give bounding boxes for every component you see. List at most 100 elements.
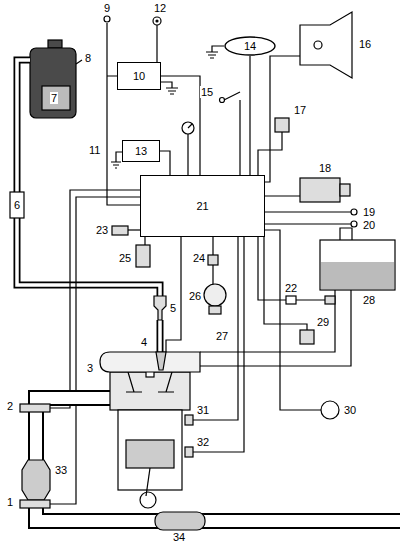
drawing-group-stroke bbox=[208, 255, 218, 265]
callout-number: 12 bbox=[153, 2, 167, 14]
callout-number: 21 bbox=[196, 200, 208, 212]
callout-number: 16 bbox=[358, 38, 372, 50]
callout-number: 25 bbox=[118, 252, 132, 264]
callout-number: 4 bbox=[140, 336, 148, 348]
drawing-group-stroke bbox=[286, 296, 296, 304]
control-unit-box: 21 bbox=[140, 175, 265, 237]
callout-number: 15 bbox=[200, 86, 214, 98]
drawing-group-stroke bbox=[258, 237, 325, 300]
callout-number: 18 bbox=[318, 162, 332, 174]
callout-number: 2 bbox=[6, 400, 14, 412]
pressure-regulator bbox=[154, 296, 166, 320]
callout-number: 19 bbox=[362, 206, 376, 218]
drawing-group-stroke bbox=[193, 237, 244, 452]
drawing-group-stroke bbox=[340, 184, 350, 196]
drawing-group-stroke bbox=[118, 410, 182, 490]
drawing-group-stroke bbox=[325, 296, 335, 304]
ecu-wiring bbox=[50, 56, 351, 504]
drawing-group-stroke bbox=[136, 245, 150, 267]
idle-valve bbox=[204, 237, 226, 314]
drawing-group-stroke bbox=[185, 415, 193, 425]
drawing-group-stroke bbox=[76, 60, 82, 64]
drawing-group-stroke bbox=[156, 20, 158, 22]
drawing-group-stroke bbox=[265, 230, 321, 410]
drawing-group-stroke bbox=[36, 398, 400, 521]
drawing-group-stroke bbox=[140, 492, 156, 508]
drawing-group-stroke bbox=[321, 401, 339, 419]
relay-box: 10 bbox=[117, 62, 161, 90]
callout-number: 26 bbox=[188, 290, 202, 302]
drawing-group-stroke bbox=[104, 16, 110, 22]
drawing-group-stroke bbox=[258, 132, 282, 175]
callout-number: 14 bbox=[244, 40, 256, 52]
drawing-group-stroke bbox=[300, 12, 352, 78]
drawing-group-stroke bbox=[128, 229, 140, 230]
callout-number: 6 bbox=[13, 199, 21, 211]
exhaust-pipe bbox=[20, 398, 400, 530]
drawing-group-stroke bbox=[351, 221, 357, 227]
callout-number: 28 bbox=[362, 294, 376, 306]
callout-number: 33 bbox=[54, 464, 68, 476]
callout-number: 22 bbox=[284, 282, 298, 294]
intake-manifold bbox=[100, 290, 351, 419]
callout-number: 7 bbox=[50, 92, 58, 104]
drawing-group-stroke bbox=[320, 240, 395, 290]
drawing-group-stroke bbox=[212, 237, 213, 284]
drawing-group-stroke bbox=[185, 447, 193, 457]
diagnostic-plug bbox=[112, 226, 140, 235]
fuel-hose bbox=[10, 60, 160, 352]
drawing-group-stroke bbox=[314, 41, 322, 49]
callout-number: 13 bbox=[135, 145, 147, 157]
drawing-group-stroke bbox=[166, 237, 181, 352]
drawing-group-stroke bbox=[153, 17, 161, 25]
callout-number: 3 bbox=[86, 362, 94, 374]
drawing-group-stroke bbox=[144, 237, 145, 245]
fuel-reservoir bbox=[30, 40, 82, 118]
drawing-group-stroke bbox=[42, 86, 70, 110]
drawing-group-stroke bbox=[110, 372, 190, 410]
drawing-group-stroke bbox=[275, 118, 289, 132]
drawing-group-stroke bbox=[351, 209, 357, 215]
drawing-group-stroke bbox=[265, 212, 351, 224]
drawing-group-stroke bbox=[206, 46, 224, 58]
callout-number: 8 bbox=[84, 52, 92, 64]
drawing-group-stroke bbox=[100, 352, 200, 372]
drawing-group-stroke bbox=[224, 92, 240, 100]
drawing-group-stroke bbox=[158, 320, 162, 352]
wire-connector bbox=[249, 56, 250, 175]
drawing-group-stroke bbox=[300, 330, 314, 344]
wire-connector bbox=[160, 151, 170, 175]
drawing-group-stroke bbox=[112, 226, 128, 235]
drawing-group-stroke bbox=[36, 398, 400, 521]
drawing-group-stroke bbox=[20, 404, 50, 412]
drawing-group-stroke bbox=[156, 352, 166, 370]
callout-number: 32 bbox=[196, 436, 210, 448]
ignition-coil bbox=[136, 237, 150, 267]
callout-number: 27 bbox=[215, 330, 229, 342]
callout-number: 9 bbox=[103, 2, 111, 14]
drawing-group-stroke bbox=[220, 98, 225, 103]
drawing-group-stroke bbox=[155, 512, 205, 530]
drawing-group-stroke bbox=[17, 60, 160, 296]
callout-number: 1 bbox=[6, 496, 14, 508]
callout-number: 10 bbox=[133, 70, 145, 82]
drawing-group-stroke bbox=[17, 60, 160, 296]
drawing-group-stroke bbox=[157, 320, 164, 352]
drawing-group-stroke bbox=[154, 296, 166, 320]
callout-number: 5 bbox=[169, 302, 177, 314]
drawing-group-stroke bbox=[300, 178, 340, 202]
callout-number: 20 bbox=[362, 219, 376, 231]
drawing-group-stroke bbox=[264, 237, 307, 330]
drawing-group-stroke bbox=[265, 195, 300, 196]
lamp-oval: 14 bbox=[224, 36, 276, 56]
callout-number: 23 bbox=[95, 224, 109, 236]
drawing-group-stroke bbox=[200, 290, 351, 366]
drawing-group-stroke bbox=[20, 500, 50, 508]
drawing-group-stroke bbox=[126, 440, 174, 468]
callout-number: 11 bbox=[88, 144, 101, 156]
drawing-group-stroke bbox=[30, 48, 76, 118]
drawing-group-stroke bbox=[239, 100, 240, 175]
callout-number: 31 bbox=[196, 404, 210, 416]
